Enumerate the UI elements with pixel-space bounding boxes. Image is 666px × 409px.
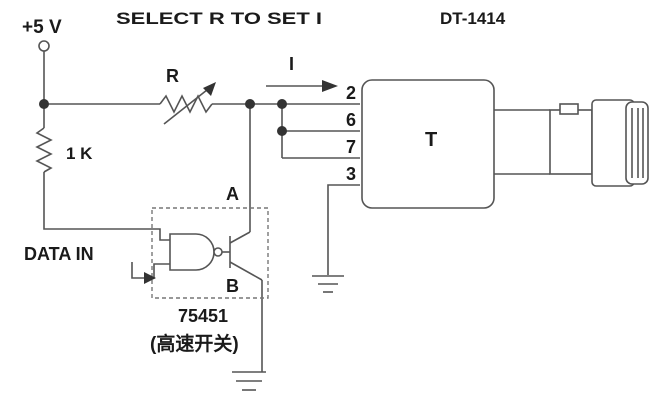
- label-supply: +5 V: [22, 17, 62, 38]
- junction-dot-collector: [245, 99, 255, 109]
- pullup-wire-bottom: [43, 172, 170, 241]
- junction-dot-pin6: [277, 126, 287, 136]
- label-input: DATA IN: [24, 244, 94, 264]
- label-part: DT-1414: [440, 9, 506, 28]
- gate-output-bubble: [213, 247, 223, 257]
- label-pin6: 6: [346, 110, 356, 130]
- pullup-resistor-1k: [35, 127, 53, 173]
- pin3-wire: [327, 184, 360, 275]
- connector-latch: [559, 103, 579, 115]
- and-gate: [169, 233, 215, 271]
- transistor-collector: [229, 231, 251, 244]
- chip-75451-outline: [151, 207, 269, 299]
- current-arrow-head: [322, 80, 338, 92]
- label-device: T: [425, 129, 437, 151]
- variable-resistor-arrow-head: [203, 82, 216, 96]
- data-in-arrow-head: [144, 272, 156, 284]
- label-resistor: R: [166, 66, 179, 86]
- wires: [35, 40, 649, 391]
- variable-resistor-arrow-line: [163, 85, 213, 125]
- variable-resistor-r: [159, 94, 213, 114]
- label-title: SELECT R TO SET I: [116, 9, 322, 28]
- device-t: [361, 79, 495, 209]
- junction-dot-rail: [277, 99, 287, 109]
- label-node-a: A: [226, 184, 239, 204]
- supply-terminal: [38, 40, 50, 52]
- markers: [39, 80, 338, 284]
- connector-grip: [625, 101, 649, 185]
- label-chip-note: (高速开关): [150, 332, 239, 355]
- transistor-emitter: [229, 261, 263, 281]
- label-pin3: 3: [346, 164, 356, 184]
- label-chip: 75451: [178, 306, 228, 326]
- label-current: I: [289, 54, 294, 74]
- label-node-b: B: [226, 276, 239, 296]
- label-pin2: 2: [346, 83, 356, 103]
- junction-dot-supply: [39, 99, 49, 109]
- connector-body: [549, 109, 593, 175]
- label-pullup: 1 K: [66, 144, 93, 163]
- label-pin7: 7: [346, 137, 356, 157]
